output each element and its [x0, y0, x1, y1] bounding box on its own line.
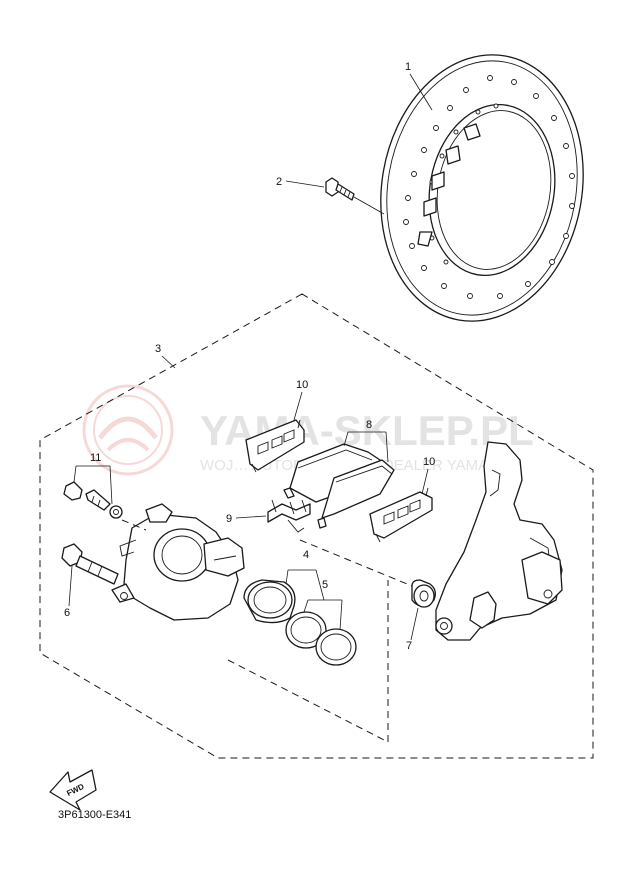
- callout-3: 3: [155, 343, 161, 355]
- bracket-collar: 7: [406, 579, 436, 652]
- caliper-assembly-boundary: [39, 293, 594, 759]
- callout-6: 6: [64, 607, 70, 619]
- fwd-arrow-icon: FWD: [49, 769, 97, 811]
- brake-disc: 1: [380, 54, 584, 322]
- piston-seal-kit: 5: [285, 579, 357, 666]
- watermark-logo-icon: [82, 384, 174, 476]
- callout-8: 8: [366, 419, 372, 431]
- caliper-pin: 6: [61, 543, 119, 619]
- alignment-lines: [121, 519, 413, 743]
- diagram-code: 3P61300-E341: [58, 809, 131, 821]
- callout-9: 9: [226, 513, 232, 525]
- callout-2: 2: [276, 176, 282, 188]
- callout-10-lower: 10: [423, 456, 435, 468]
- caliper-body: [111, 503, 245, 621]
- callout-5: 5: [322, 579, 328, 591]
- pad-shim-lower: 10: [369, 456, 435, 543]
- pad-shim-upper: 10: [245, 379, 308, 473]
- disc-bolt: 2: [276, 176, 385, 215]
- callout-4: 4: [303, 549, 309, 561]
- disc-carrier-windows: [417, 123, 481, 247]
- callout-1: 1: [405, 61, 411, 73]
- callout-7: 7: [406, 640, 412, 652]
- caliper-piston: 4: [243, 549, 325, 624]
- brake-pad-set: 8: [283, 419, 395, 529]
- caliper-bracket: [435, 441, 563, 641]
- pad-spring: 9: [226, 499, 311, 533]
- callout-10-upper: 10: [296, 379, 308, 391]
- bleed-screw-kit: 11: [63, 452, 123, 519]
- callout-11: 11: [90, 452, 101, 464]
